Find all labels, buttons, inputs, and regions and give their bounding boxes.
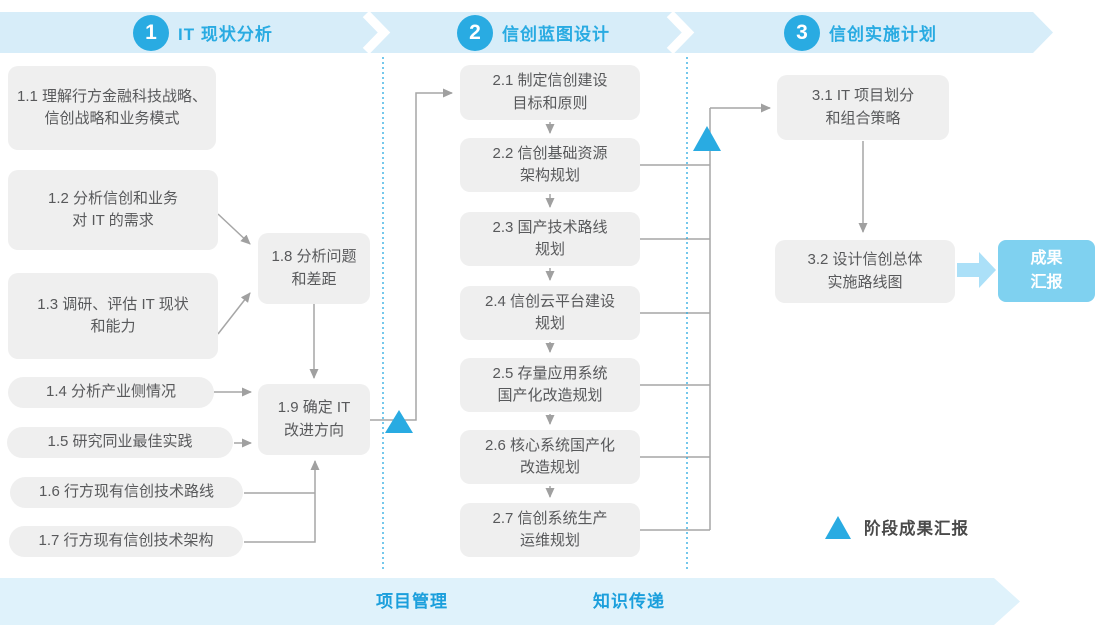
phase-header-band: 1 IT 现状分析 2 信创蓝图设计 3 信创实施计划 [0, 12, 1053, 53]
phase-3-number-badge: 3 [784, 15, 820, 51]
phase-2-number-badge: 2 [457, 15, 493, 51]
footer-label-knowledge-transfer: 知识传递 [593, 592, 665, 611]
step-box-1-8: 1.8 分析问题 和差距 [258, 233, 370, 304]
milestone-triangle-phase2-icon [693, 126, 721, 151]
deliverable-arrow-icon [957, 252, 996, 288]
step-box-2-2: 2.2 信创基础资源 架构规划 [460, 138, 640, 192]
step-box-2-6: 2.6 核心系统国产化 改造规划 [460, 430, 640, 484]
phase-1-header: 1 IT 现状分析 [133, 12, 273, 53]
step-box-2-7: 2.7 信创系统生产 运维规划 [460, 503, 640, 557]
step-box-1-9: 1.9 确定 IT 改进方向 [258, 384, 370, 455]
phase-1-title: IT 现状分析 [178, 25, 273, 44]
step-box-1-6: 1.6 行方现有信创技术路线 [10, 477, 243, 508]
phase-1-number-badge: 1 [133, 15, 169, 51]
milestone-legend: 阶段成果汇报 [824, 513, 969, 540]
chevron-separator-icon [357, 12, 393, 53]
step-box-2-5: 2.5 存量应用系统 国产化改造规划 [460, 358, 640, 412]
footer-band: 项目管理 知识传递 [0, 578, 1020, 625]
milestone-triangle-phase1-icon [385, 410, 413, 433]
step-box-1-1: 1.1 理解行方金融科技战略、 信创战略和业务模式 [8, 66, 216, 150]
deliverable-box: 成果 汇报 [998, 240, 1095, 302]
phase-2-title: 信创蓝图设计 [502, 25, 610, 44]
connector-1-7-to-1-9 [244, 460, 320, 543]
step-box-2-3: 2.3 国产技术路线 规划 [460, 212, 640, 266]
footer-label-project-management: 项目管理 [376, 592, 448, 611]
connector-1-3-to-1-8 [217, 292, 251, 335]
step-box-2-4: 2.4 信创云平台建设 规划 [460, 286, 640, 340]
step-box-1-4: 1.4 分析产业侧情况 [8, 377, 214, 408]
connector-1-9-to-2-1 [370, 88, 453, 421]
legend-label: 阶段成果汇报 [864, 519, 969, 538]
phase-3-header: 3 信创实施计划 [784, 12, 937, 53]
step-box-3-2: 3.2 设计信创总体 实施路线图 [775, 240, 955, 303]
step-box-2-1: 2.1 制定信创建设 目标和原则 [460, 65, 640, 120]
chevron-separator-icon [661, 12, 697, 53]
step-box-1-3: 1.3 调研、评估 IT 现状 和能力 [8, 273, 218, 359]
step-box-3-1: 3.1 IT 项目划分 和组合策略 [777, 75, 949, 140]
milestone-triangle-icon [825, 516, 851, 539]
step-box-1-5: 1.5 研究同业最佳实践 [7, 427, 233, 458]
step-box-1-2: 1.2 分析信创和业务 对 IT 的需求 [8, 170, 218, 250]
phase-3-title: 信创实施计划 [829, 25, 937, 44]
phase-2-header: 2 信创蓝图设计 [457, 12, 610, 53]
step-box-1-7: 1.7 行方现有信创技术架构 [9, 526, 243, 557]
connector-1-2-to-1-8 [217, 213, 251, 245]
